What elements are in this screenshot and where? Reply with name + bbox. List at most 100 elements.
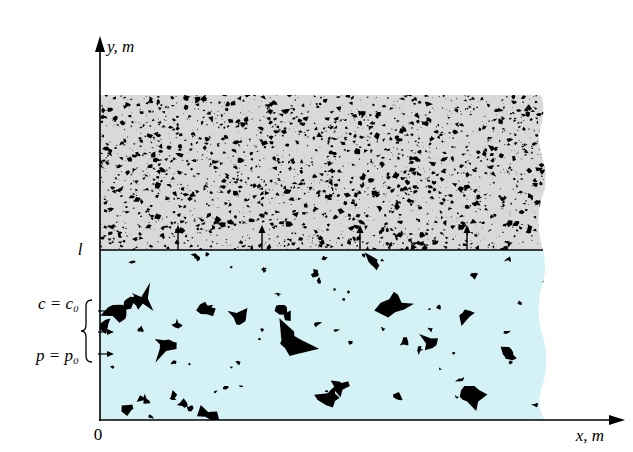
grain-speck [391,128,392,130]
grain-speck [117,230,120,233]
grain-speck [516,229,519,231]
grain-speck [314,127,318,131]
grain-speck [237,96,241,101]
grain-speck [339,237,341,239]
grain-speck [396,148,398,149]
grain-speck [313,204,314,205]
grain-speck [414,113,420,119]
grain-speck [546,106,547,108]
grain-speck [448,207,453,210]
grain-speck [367,125,369,127]
grain-speck [298,133,300,135]
grain-speck [188,220,190,222]
grain-speck [452,137,454,139]
grain-speck [260,203,263,207]
grain-speck [398,153,400,155]
grain-speck [422,142,424,144]
grain-speck [540,157,542,159]
grain-speck [143,124,145,128]
grain-speck [327,200,329,202]
grain-speck [247,245,250,247]
grain-speck [158,124,160,126]
grain-speck [518,126,521,128]
grain-speck [404,98,405,99]
grain-speck [166,146,171,150]
grain-speck [291,161,294,164]
grain-speck [263,115,264,117]
grain-speck [271,147,273,148]
grain-speck [488,121,490,123]
grain-speck [339,170,343,172]
grain-speck [348,102,352,106]
grain-speck [522,145,523,146]
grain-speck [546,234,548,236]
grain-speck [297,97,299,99]
grain-speck [157,170,161,175]
grain-speck [529,137,530,138]
grain-speck [445,195,447,197]
grain-speck [515,210,517,211]
grain-speck [402,197,404,199]
grain-speck [159,154,160,156]
grain-speck [326,228,330,230]
grain-speck [125,170,130,175]
grain-speck [440,177,445,182]
grain-speck [113,94,115,96]
grain-speck [411,188,412,190]
grain-speck [537,243,539,245]
grain-speck [258,129,259,131]
grain-speck [326,244,331,247]
grain-speck [301,226,303,228]
grain-speck [497,134,499,136]
grain-speck [325,215,328,218]
grain-speck [344,216,346,218]
grain-speck [214,113,215,115]
grain-speck [196,227,199,230]
grain-speck [312,242,313,243]
grain-speck [300,181,302,183]
grain-speck [478,190,479,192]
grain-speck [146,168,148,170]
grain-speck [431,97,433,99]
grain-speck [368,178,375,183]
grain-speck [518,139,520,141]
grain-speck [504,197,507,199]
grain-speck [232,178,235,180]
grain-speck [497,177,499,179]
grain-speck [249,138,251,140]
grain-speck [372,164,373,166]
grain-speck [377,168,378,170]
grain-speck [246,183,248,185]
grain-speck [238,186,243,189]
grain-speck [443,246,448,250]
grain-speck [487,103,490,107]
grain-speck [387,218,389,219]
grain-speck [514,120,517,123]
grain-speck [313,234,314,236]
grain-speck [206,112,211,115]
grain-speck [113,239,114,241]
grain-speck [509,118,511,120]
grain-speck [382,176,384,177]
grain-speck [532,183,537,187]
grain-speck [426,202,427,204]
grain-speck [155,195,159,198]
grain-speck [227,220,234,224]
grain-speck [367,97,369,98]
grain-speck [217,218,219,220]
grain-speck [278,129,281,130]
grain-speck [501,206,503,207]
grain-speck [231,180,233,181]
grain-speck [148,206,149,208]
grain-speck [150,205,153,208]
grain-speck [499,153,505,159]
grain-speck [394,165,396,167]
grain-speck [289,154,290,156]
grain-speck [376,251,377,252]
grain-speck [429,196,434,200]
grain-speck [354,201,355,202]
grain-speck [396,120,400,122]
grain-speck [313,213,315,215]
grain-speck [113,182,116,183]
grain-speck [240,137,242,139]
